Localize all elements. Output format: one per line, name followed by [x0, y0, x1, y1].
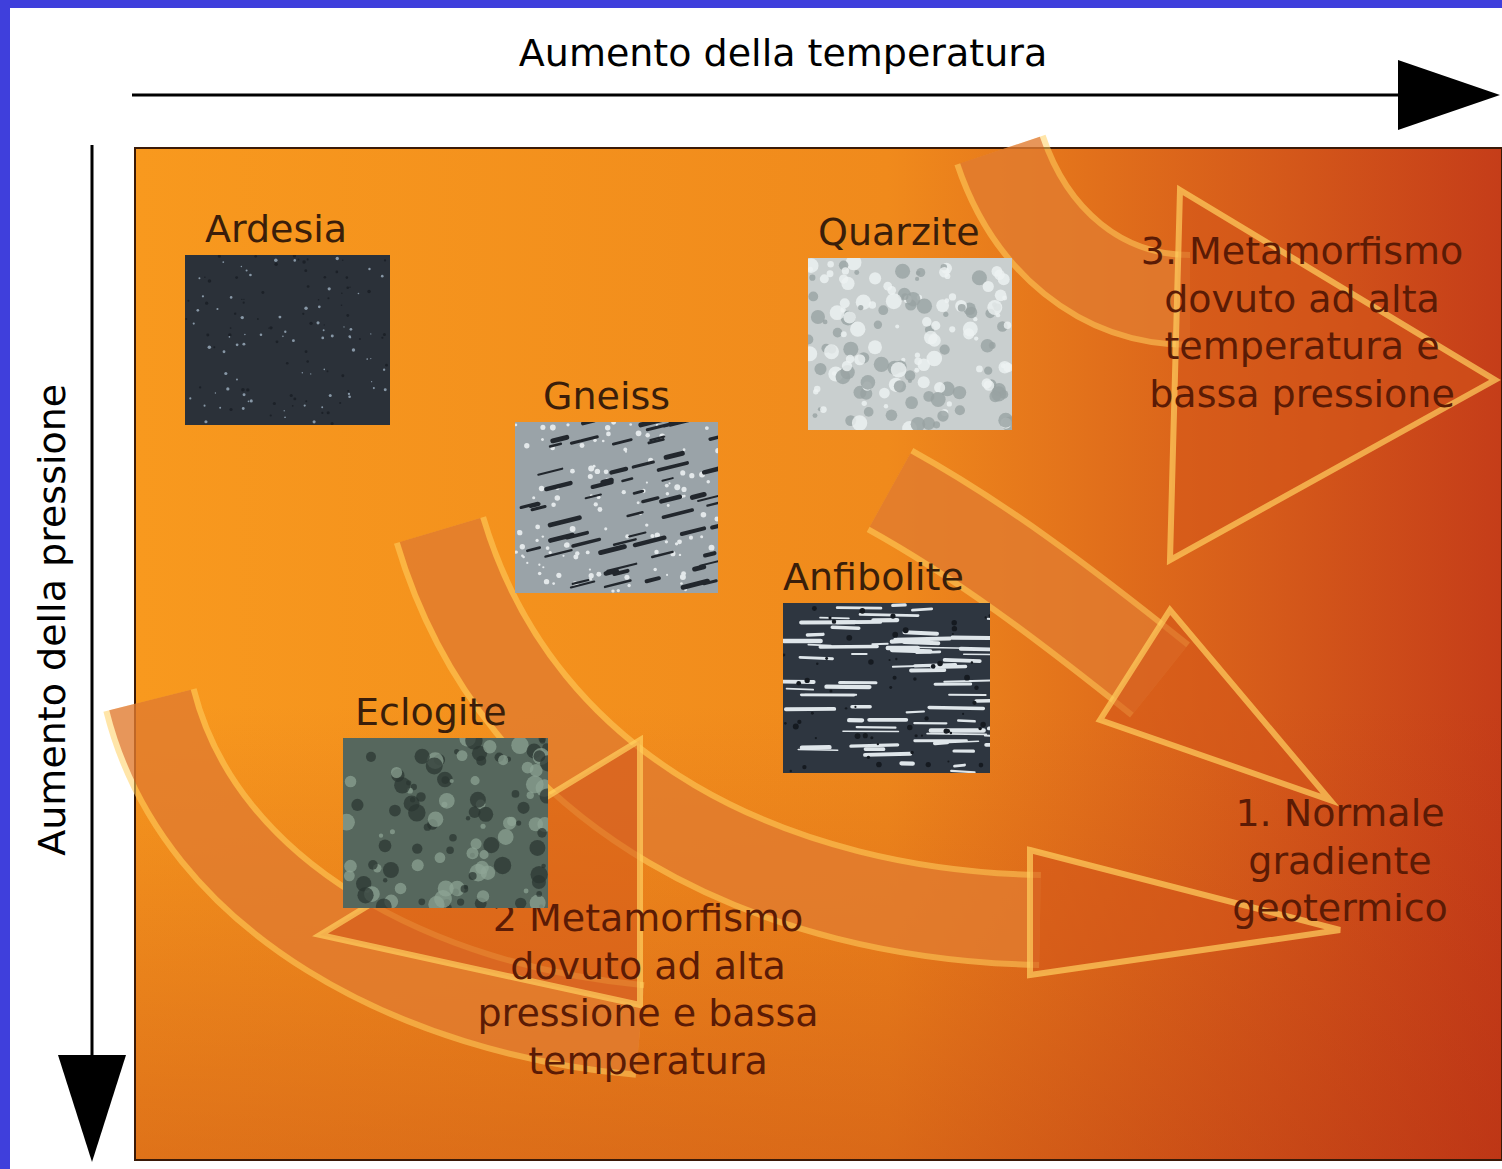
pressure-axis [91, 145, 94, 1060]
rock-name: Eclogite [343, 690, 548, 738]
rock-image [343, 738, 548, 908]
rock-name: Gneiss [515, 374, 718, 422]
arrowheads [320, 190, 1495, 1005]
rock-name: Ardesia [185, 207, 390, 255]
rock-image [783, 603, 990, 773]
rock-sample: Eclogite [343, 690, 548, 908]
process-label: 1. Normale gradiente geotermico [1205, 790, 1475, 933]
rock-name: Anfibolite [783, 555, 990, 603]
rock-photo [808, 258, 1012, 430]
rock-image [185, 255, 390, 425]
rock-texture [808, 258, 1012, 430]
field-shade [135, 148, 1502, 1160]
process-label: 3. Metamorfismo dovuto ad alta temperatu… [1122, 228, 1482, 418]
arrow-body-outline [1000, 150, 1190, 300]
rock-photo [783, 603, 990, 773]
rock-texture [185, 255, 388, 425]
process-label: 2 Metamorfismo dovuto ad alta pressione … [438, 895, 858, 1085]
rock-sample: Gneiss [515, 374, 718, 593]
rock-sample: Quarzite [808, 210, 1012, 430]
rock-photo [515, 422, 718, 593]
rock-image [808, 258, 1012, 430]
axis-title: Aumento della pressione [29, 340, 77, 900]
rock-texture [515, 422, 718, 593]
axis-title: Aumento della temperatura [463, 30, 1103, 78]
rock-photo [343, 738, 548, 908]
arrow-body [1000, 150, 1190, 300]
orange-field [135, 148, 1502, 1160]
rock-sample: Ardesia [185, 207, 390, 425]
white-panel [10, 8, 1502, 1169]
field-border [135, 148, 1502, 1160]
temperature-axis [132, 94, 1405, 97]
arrowhead [1100, 610, 1330, 800]
rock-photo [185, 255, 390, 425]
rock-texture [783, 605, 990, 772]
rock-name: Quarzite [808, 210, 1012, 258]
rock-sample: Anfibolite [783, 555, 990, 773]
rock-image [515, 422, 718, 593]
axis-arrowhead [58, 1055, 126, 1162]
axis-arrowhead [1398, 60, 1500, 130]
rock-texture [343, 738, 548, 908]
